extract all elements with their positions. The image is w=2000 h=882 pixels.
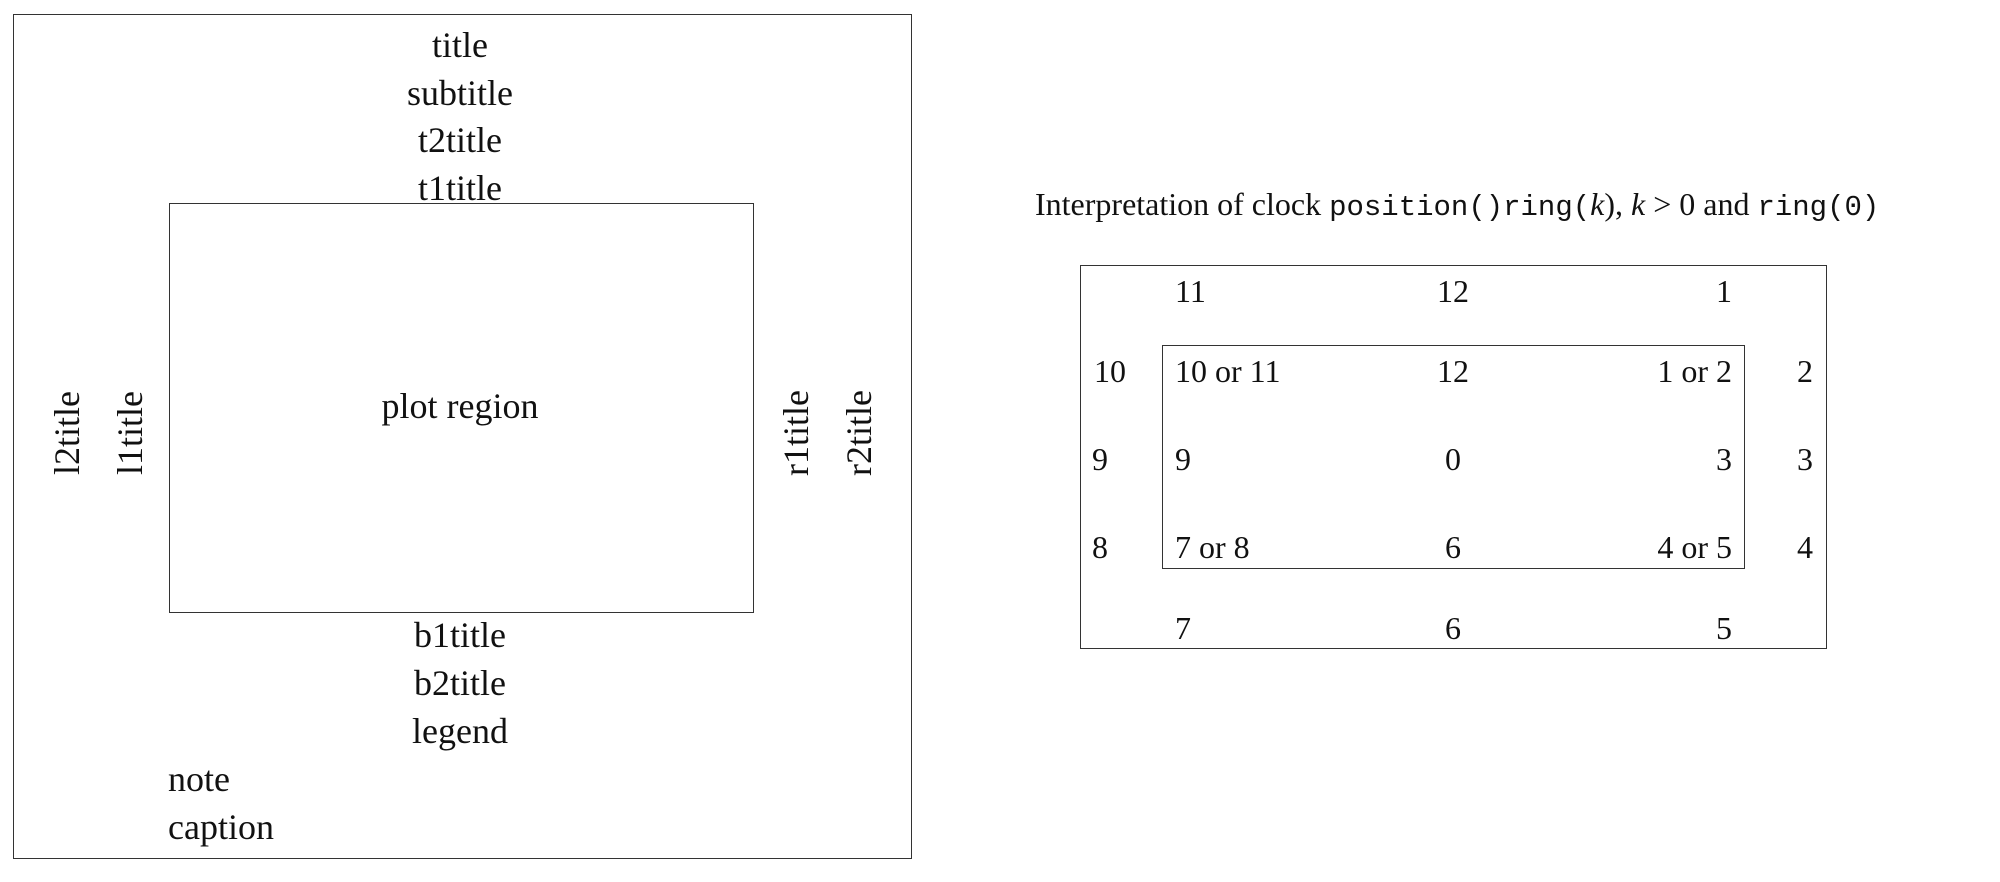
clock-inner-frame bbox=[1162, 345, 1745, 569]
inner-row2-center: 0 bbox=[1445, 441, 1461, 477]
caption-paren-close: ), bbox=[1604, 186, 1623, 222]
inner-row3-center: 6 bbox=[1445, 529, 1461, 565]
caption-prefix: Interpretation of clock bbox=[1035, 186, 1322, 222]
plot-region-label: plot region bbox=[381, 386, 539, 426]
outer-top-left-number: 11 bbox=[1175, 273, 1206, 309]
legend-label: legend bbox=[412, 711, 508, 751]
outer-left-middle-number: 9 bbox=[1092, 441, 1108, 477]
subtitle-label: subtitle bbox=[407, 73, 513, 113]
clock-interpretation-caption: Interpretation of clock position()ring(k… bbox=[1035, 188, 1879, 222]
inner-row3-right: 4 or 5 bbox=[1657, 529, 1732, 565]
caption-gt-zero: > 0 bbox=[1653, 186, 1696, 222]
outer-top-center-number: 12 bbox=[1437, 273, 1469, 309]
outer-right-bottom-number: 4 bbox=[1797, 529, 1813, 565]
inner-row1-center: 12 bbox=[1437, 353, 1469, 389]
caption-var-k2: k bbox=[1631, 186, 1646, 222]
l1title-label: l1title bbox=[110, 391, 150, 475]
outer-top-right-number: 1 bbox=[1716, 273, 1732, 309]
inner-row2-right: 3 bbox=[1716, 441, 1732, 477]
plot-region-frame bbox=[169, 203, 754, 613]
caption-code-ring-zero: ring(0) bbox=[1757, 191, 1880, 224]
clock-outer-frame bbox=[1080, 265, 1827, 649]
inner-row1-right: 1 or 2 bbox=[1657, 353, 1732, 389]
inner-row1-left: 10 or 11 bbox=[1175, 353, 1281, 389]
r2title-label: r2title bbox=[839, 390, 879, 476]
outer-right-top-number: 2 bbox=[1797, 353, 1813, 389]
outer-bottom-center-number: 6 bbox=[1445, 610, 1461, 646]
b2title-label: b2title bbox=[414, 663, 506, 703]
outer-left-top-number: 10 bbox=[1094, 353, 1126, 389]
t2title-label: t2title bbox=[418, 120, 502, 160]
b1title-label: b1title bbox=[414, 615, 506, 655]
outer-bottom-left-number: 7 bbox=[1175, 610, 1191, 646]
outer-right-middle-number: 3 bbox=[1797, 441, 1813, 477]
note-label: note bbox=[168, 759, 230, 799]
caption-and: and bbox=[1703, 186, 1750, 222]
outer-bottom-right-number: 5 bbox=[1716, 610, 1732, 646]
inner-row3-left: 7 or 8 bbox=[1175, 529, 1250, 565]
title-label: title bbox=[432, 25, 488, 65]
inner-row2-left: 9 bbox=[1175, 441, 1191, 477]
graph-region-frame bbox=[13, 14, 912, 859]
caption-label: caption bbox=[168, 807, 274, 847]
t1title-label: t1title bbox=[418, 168, 502, 208]
caption-var-k: k bbox=[1590, 186, 1605, 222]
l2title-label: l2title bbox=[47, 391, 87, 475]
r1title-label: r1title bbox=[776, 390, 816, 476]
outer-left-bottom-number: 8 bbox=[1092, 529, 1108, 565]
caption-code-position-ring: position()ring( bbox=[1329, 191, 1591, 224]
